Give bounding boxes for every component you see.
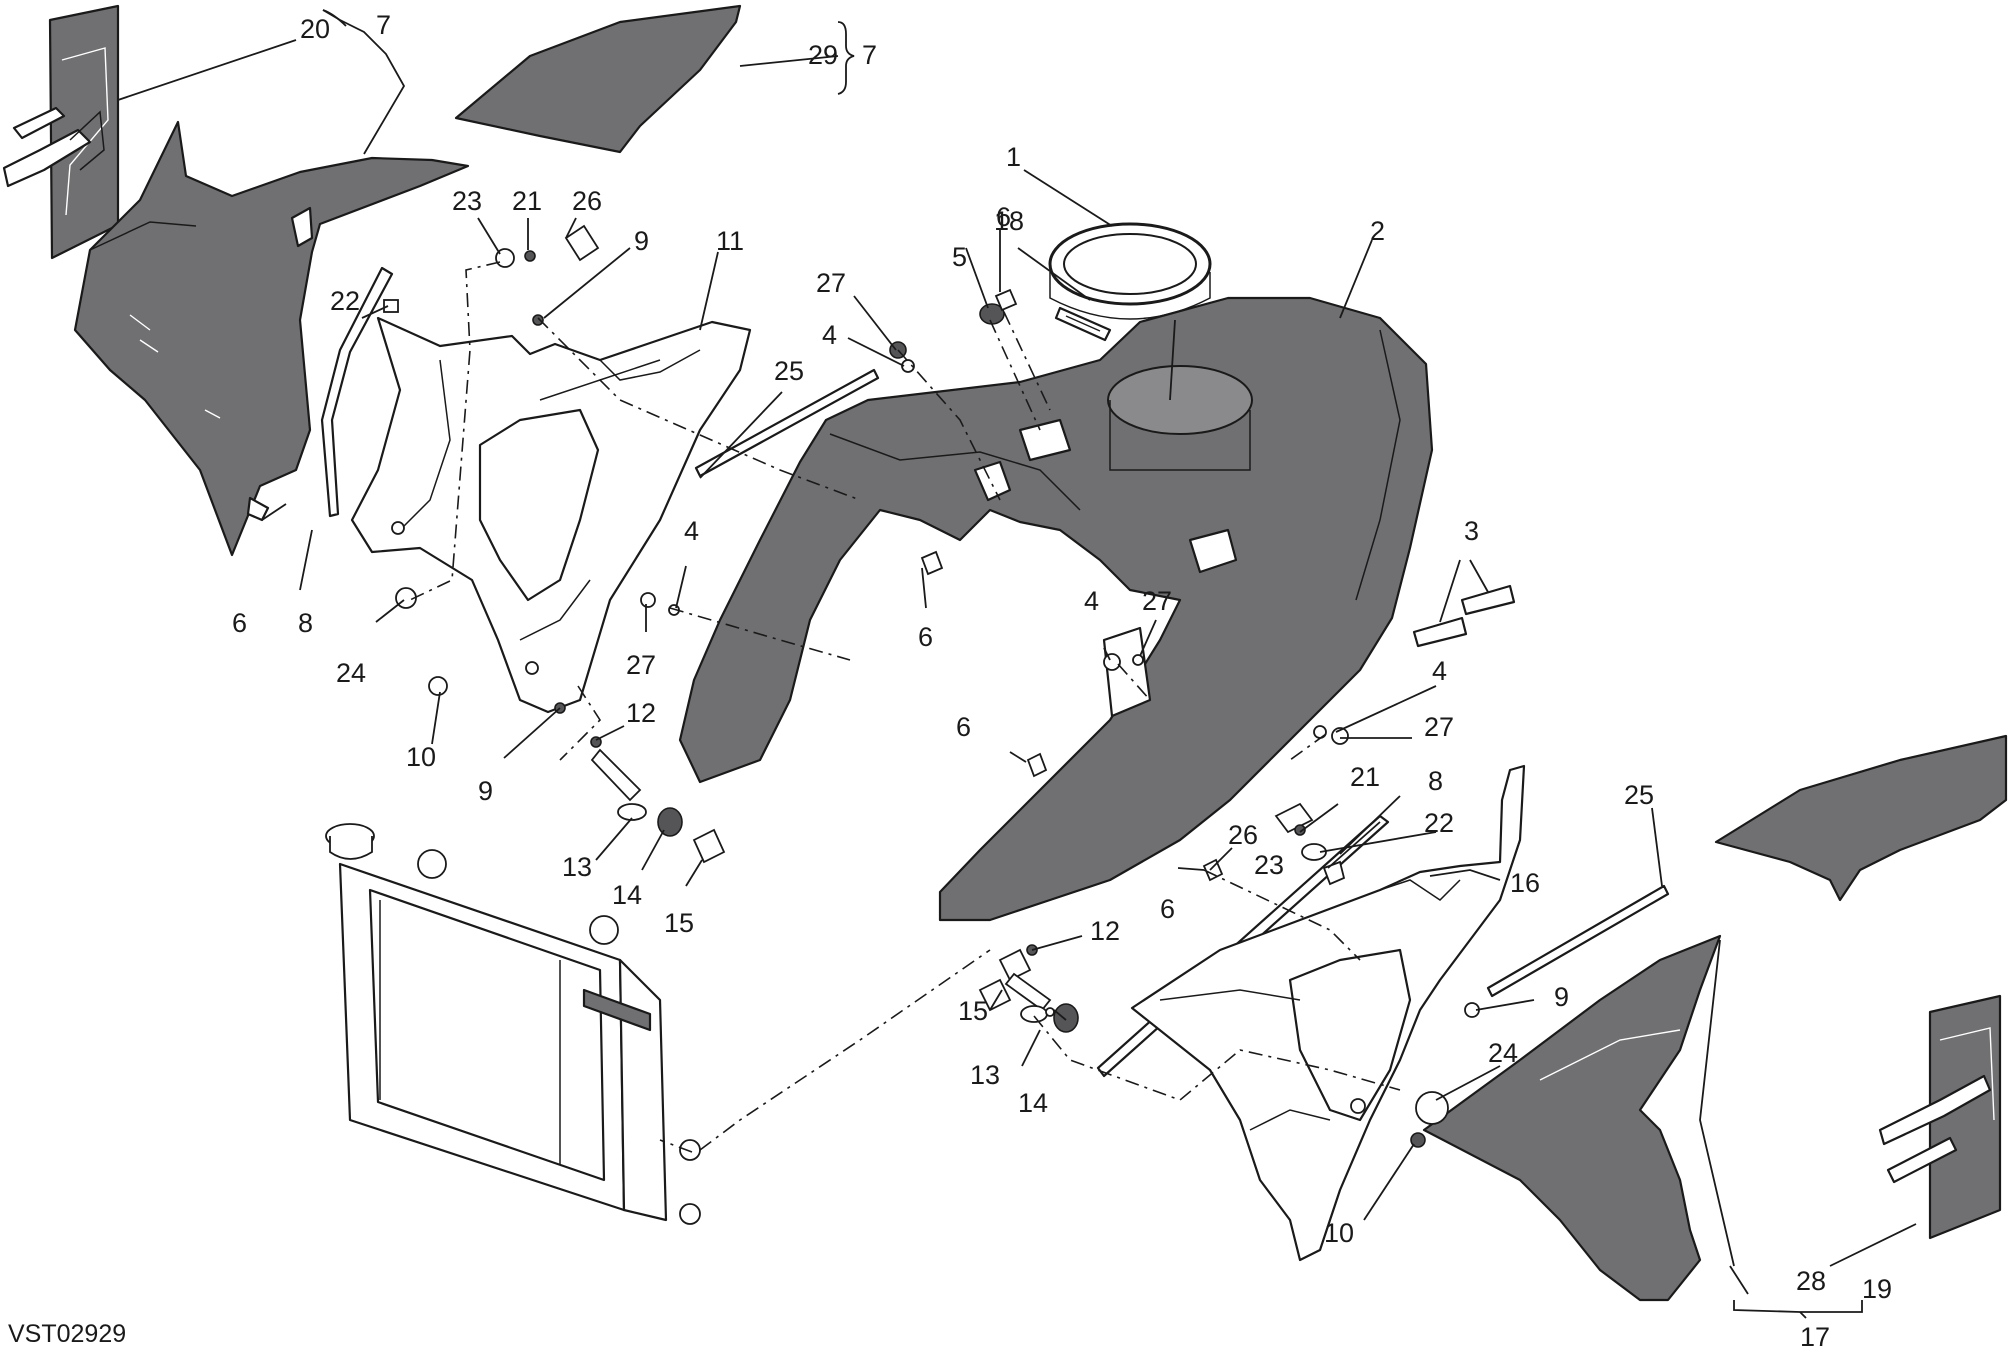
- brace-marks: [322, 9, 855, 95]
- part-25-rubber-strip-left: [694, 368, 880, 478]
- callout-9-left: 9: [478, 776, 493, 806]
- callout-7-upper-left: 7: [376, 10, 391, 40]
- callout-1: 1: [1006, 142, 1021, 172]
- callout-28: 28: [1796, 1266, 1826, 1296]
- callout-2: 2: [1370, 216, 1385, 246]
- callout-22-right: 22: [1424, 808, 1454, 838]
- radiator: [325, 823, 701, 1225]
- callout-20: 20: [300, 14, 330, 44]
- callout-3: 3: [1464, 516, 1479, 546]
- callout-8-right: 8: [1428, 766, 1443, 796]
- part-3-decals: [1412, 584, 1516, 648]
- hardware: [383, 224, 1480, 1148]
- callout-15-right: 15: [958, 996, 988, 1026]
- callout-7-upper-mid: 7: [862, 40, 877, 70]
- callout-6-right: 6: [1160, 894, 1175, 924]
- callout-24-right: 24: [1488, 1038, 1518, 1068]
- drawing-code: VST02929: [8, 1320, 126, 1348]
- callout-27-center: 27: [1142, 586, 1172, 616]
- callout-4-center: 4: [1084, 586, 1099, 616]
- callout-27-right: 27: [1424, 712, 1454, 742]
- callout-15-left: 15: [664, 908, 694, 938]
- callout-10-left: 10: [406, 742, 436, 772]
- callout-27-mid-left: 27: [626, 650, 656, 680]
- callout-6-mid: 6: [918, 622, 933, 652]
- callout-5: 5: [952, 242, 967, 272]
- callout-14-left: 14: [612, 880, 642, 910]
- part-29-decal: [454, 4, 742, 154]
- callout-26-left: 26: [572, 186, 602, 216]
- callout-6-center: 6: [956, 712, 971, 742]
- callout-18: 18: [994, 206, 1024, 236]
- callout-19: 19: [1862, 1274, 1892, 1304]
- callout-13-right: 13: [970, 1060, 1000, 1090]
- part-side-fairing-right: [1422, 934, 1722, 1302]
- callout-labels: 20 7 29 7 1 18 2 23 21 26 9 11 27 6 5 22…: [232, 10, 1892, 1352]
- callout-24-left: 24: [336, 658, 366, 688]
- part-18-label: [1054, 306, 1112, 342]
- callout-14-right: 14: [1018, 1088, 1048, 1118]
- part-1-filler-ring: [1048, 222, 1212, 401]
- part-25-rubber-strip-right: [1486, 884, 1670, 998]
- callout-21-left: 21: [512, 186, 542, 216]
- callout-16: 16: [1510, 868, 1540, 898]
- callout-25-right: 25: [1624, 780, 1654, 810]
- assembly-lines: [409, 261, 1401, 1153]
- callout-12-right: 12: [1090, 916, 1120, 946]
- leader-lines: [117, 9, 1917, 1319]
- callout-10-right: 10: [1324, 1218, 1354, 1248]
- callout-27-top: 27: [816, 268, 846, 298]
- part-28-decal: [1714, 734, 2008, 902]
- callout-23-left: 23: [452, 186, 482, 216]
- part-2-tank-cover: [678, 296, 1434, 922]
- callout-26-right: 26: [1228, 820, 1258, 850]
- part-16-inner-panel-right: [1130, 764, 1526, 1262]
- part-8-edge-trim-left: [320, 266, 394, 518]
- callout-21-right: 21: [1350, 762, 1380, 792]
- callout-6-top: 6: [996, 202, 1011, 232]
- callout-23-right: 23: [1254, 850, 1284, 880]
- callout-11: 11: [716, 226, 744, 256]
- callout-29: 29: [808, 40, 838, 70]
- callout-9-right: 9: [1554, 982, 1569, 1012]
- callout-4-top: 4: [822, 320, 837, 350]
- callout-6-left: 6: [232, 608, 247, 638]
- callout-12-left: 12: [626, 698, 656, 728]
- part-11-inner-panel-left: [350, 316, 752, 714]
- callout-17: 17: [1800, 1322, 1830, 1352]
- callout-4-right: 4: [1432, 656, 1447, 686]
- callout-8-left: 8: [298, 608, 313, 638]
- callout-22-left: 22: [330, 286, 360, 316]
- callout-4-mid-left: 4: [684, 516, 699, 546]
- callout-9-upper: 9: [634, 226, 649, 256]
- part-20-side-decal: [2, 4, 120, 260]
- part-19-side-decal: [1878, 994, 2002, 1240]
- callout-13-left: 13: [562, 852, 592, 882]
- callout-25-left: 25: [774, 356, 804, 386]
